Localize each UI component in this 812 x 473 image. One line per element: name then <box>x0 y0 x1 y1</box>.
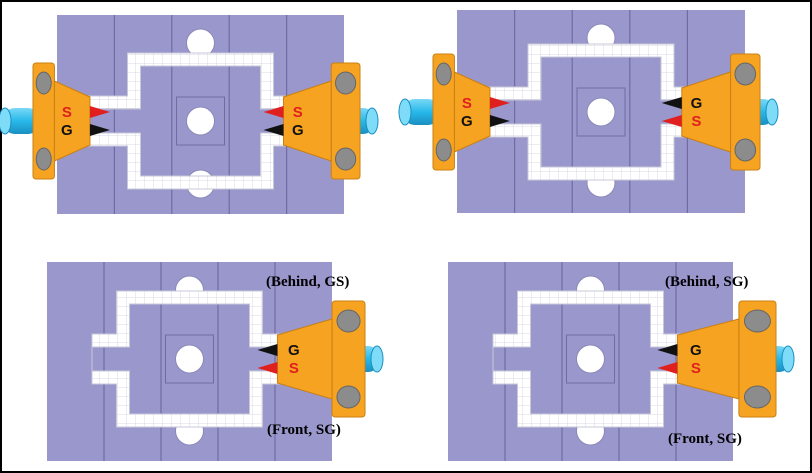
ground-tip <box>489 115 510 127</box>
orientation-label-bottom: (Front, SG) <box>668 431 742 447</box>
ground-pin-label: G <box>288 342 300 359</box>
screw <box>335 71 357 95</box>
screw <box>35 147 52 171</box>
ground-pin-label: G <box>461 113 473 130</box>
ground-tip <box>657 344 678 356</box>
coax-cable <box>403 99 440 125</box>
probe-body <box>676 318 740 400</box>
cable-end <box>781 345 795 373</box>
panel-bottom-left: GS (Behind, GS) (Front, SG) <box>47 262 384 461</box>
screw <box>336 309 361 333</box>
probe-left: SG <box>0 62 110 180</box>
screw <box>336 385 361 409</box>
signal-pin-label: S <box>293 104 303 121</box>
signal-tip <box>89 106 110 118</box>
screw <box>35 71 52 95</box>
screw <box>743 309 771 333</box>
signal-pin-label: S <box>691 113 701 130</box>
panel-bottom-right: GS (Behind, SG) (Front, SG) <box>448 262 795 461</box>
cable-end <box>365 107 379 135</box>
signal-pin-label: S <box>62 104 72 121</box>
orientation-label-bottom: (Front, SG) <box>267 422 341 438</box>
signal-pin-label: S <box>462 95 472 112</box>
center-pad <box>566 334 615 384</box>
screw <box>435 138 452 162</box>
ground-pin-label: G <box>61 122 73 139</box>
screw <box>743 385 771 409</box>
probe-body <box>53 80 91 162</box>
signal-pin-label: S <box>691 360 701 377</box>
center-hole <box>586 97 616 127</box>
cable-end <box>0 107 12 135</box>
probe-body <box>283 80 332 162</box>
cable-end <box>765 98 779 126</box>
ground-pin-label: G <box>690 342 702 359</box>
orientation-label-top: (Behind, GS) <box>266 274 349 290</box>
center-hole <box>576 344 605 374</box>
probe-body <box>276 318 333 400</box>
signal-tip <box>661 115 682 127</box>
screw <box>734 62 757 86</box>
center-hole <box>175 344 204 374</box>
probe-body <box>453 71 491 153</box>
probe-right: GS <box>661 53 779 171</box>
orientation-label-top: (Behind, SG) <box>665 274 748 290</box>
coax-cable <box>3 108 40 134</box>
probe-body <box>681 71 732 153</box>
probe-right: GS <box>257 300 384 418</box>
center-hole <box>186 106 215 136</box>
ground-tip <box>661 97 682 109</box>
probe-right: SG <box>263 62 379 180</box>
screw <box>435 62 452 86</box>
signal-tip <box>263 106 284 118</box>
signal-tip <box>257 362 278 374</box>
cable-end <box>370 345 384 373</box>
probe-left: SG <box>398 53 510 171</box>
screw <box>734 138 757 162</box>
cable-end <box>398 98 412 126</box>
signal-pin-label: S <box>289 360 299 377</box>
ground-tip <box>263 124 284 136</box>
ground-pin-label: G <box>292 122 304 139</box>
signal-tip <box>489 97 510 109</box>
ground-tip <box>257 344 278 356</box>
ground-pin-label: G <box>691 95 703 112</box>
signal-tip <box>657 362 678 374</box>
probe-right: GS <box>657 300 795 418</box>
screw <box>335 147 357 171</box>
ground-tip <box>89 124 110 136</box>
